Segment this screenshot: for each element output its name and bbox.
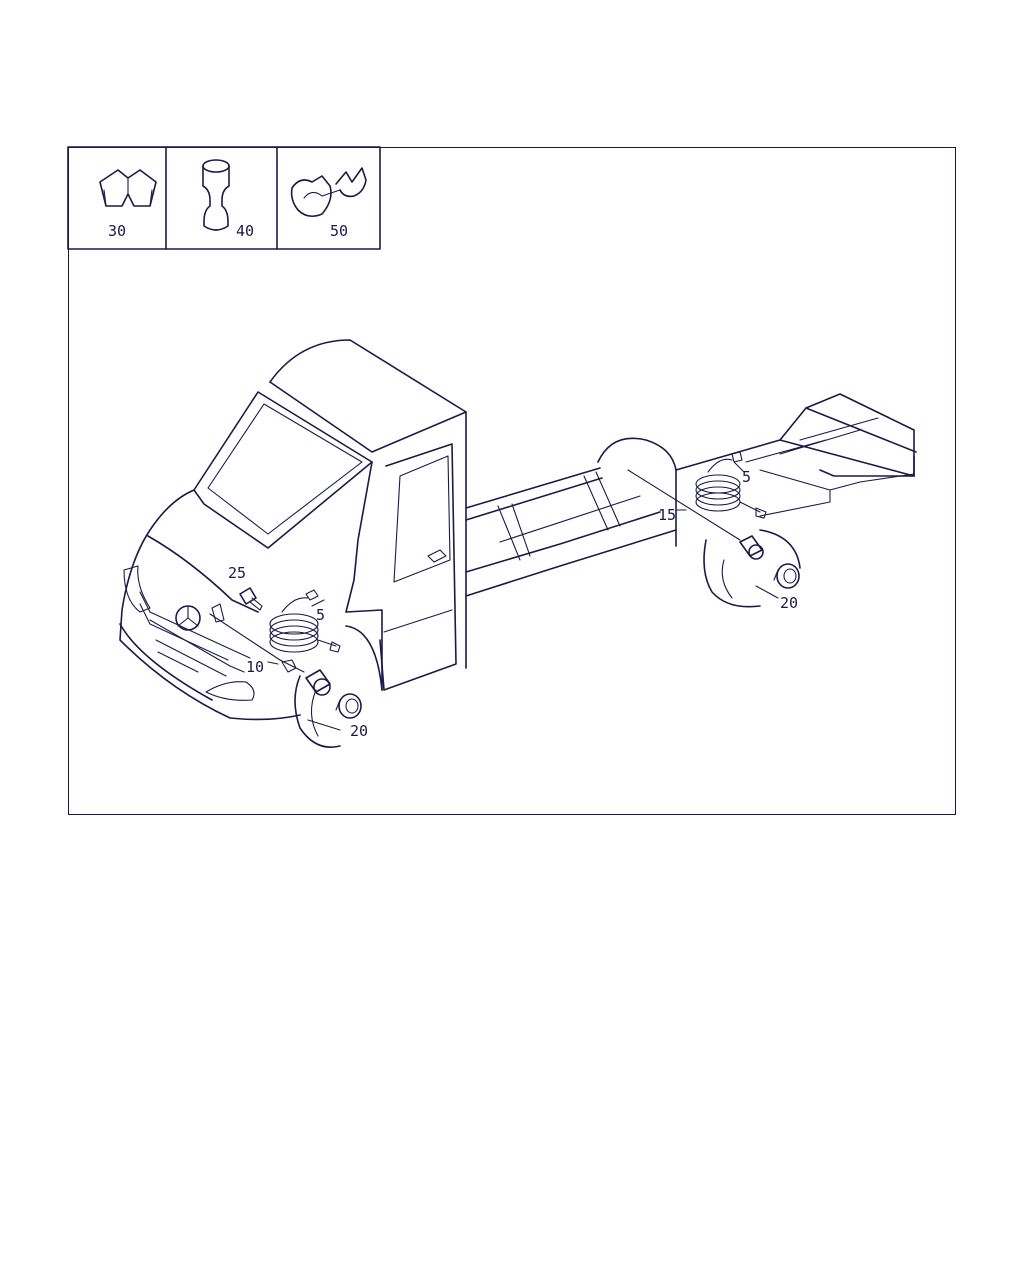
rear-sensor-pin (739, 535, 764, 560)
callout-rear-5: 5 (742, 468, 751, 486)
inset-label-30: 30 (108, 222, 126, 240)
inset-label-40: 40 (236, 222, 254, 240)
callout-10: 10 (246, 658, 264, 676)
vehicle-cab (119, 339, 467, 721)
callout-25: 25 (228, 564, 246, 582)
callout-front-5: 5 (316, 606, 325, 624)
bolt-25 (239, 587, 263, 611)
double-clip-50-icon (290, 167, 367, 218)
front-sensor-pin (305, 669, 331, 696)
rear-cable-15 (627, 469, 741, 541)
chassis-frame (465, 393, 917, 597)
inset-panel (67, 146, 381, 250)
front-cable-10 (209, 603, 305, 673)
rear-ring-leader (755, 585, 779, 599)
rear-sleeve-ring-20 (773, 563, 800, 589)
rear-wheel (703, 529, 801, 608)
front-wheel (294, 625, 383, 748)
rear-sensor-cable-5 (695, 451, 767, 519)
callout-rear-20: 20 (780, 594, 798, 612)
front-ring-leader (307, 719, 341, 731)
front-cable-leader (267, 661, 279, 665)
front-sensor-leader (311, 599, 325, 607)
clip-30-icon (99, 169, 157, 207)
front-sleeve-ring-20 (335, 693, 362, 719)
inset-label-50: 50 (330, 222, 348, 240)
callout-15: 15 (658, 506, 676, 524)
callout-front-20: 20 (350, 722, 368, 740)
front-sensor-cable-5 (269, 589, 341, 653)
diagram-frame (68, 147, 956, 815)
sleeve-40-icon (202, 159, 230, 231)
